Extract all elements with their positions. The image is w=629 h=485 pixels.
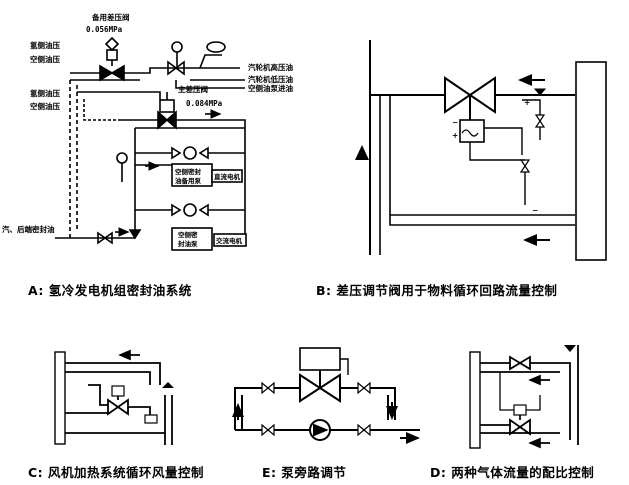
backup-pump-label-2: 油备用泵	[175, 176, 202, 185]
turbine-valve	[167, 60, 185, 76]
gas-valve-upper	[509, 355, 531, 371]
backup-valve-label: 备用差压阀	[91, 12, 130, 22]
caption-figure-e: E: 泵旁路调节	[262, 465, 347, 480]
differential-control-valve	[444, 76, 496, 143]
main-differential-valve	[157, 92, 177, 130]
ac-motor-label: 交流电机	[216, 236, 243, 245]
minus-sign: −	[452, 118, 458, 127]
main-pump-label-1: 空侧密	[178, 230, 198, 239]
fan-valve	[107, 385, 129, 416]
main-valve-label: 主差压阀	[178, 84, 208, 94]
figure-b-signs: − + + −	[452, 98, 538, 215]
process-vessel	[575, 61, 607, 261]
hydrogen-side-oil-label: 氢侧油压	[30, 40, 60, 50]
figure-b-loop-control	[355, 40, 607, 261]
seal-oil-label: 汽、后端密封油	[2, 224, 55, 234]
plus-sign-right: +	[524, 98, 530, 107]
hydrogen-side-oil-label-2: 氢侧油压	[30, 88, 60, 98]
backup-pressure-label: 0.056MPa	[86, 25, 123, 34]
caption-figure-a: A: 氢冷发电机组密封油系统	[28, 283, 192, 298]
air-side-oil-label-2: 空侧油压	[30, 101, 60, 111]
gauge-icon	[206, 41, 226, 53]
bypass-valve	[299, 347, 341, 403]
figure-a-seal-oil-system	[55, 36, 247, 251]
air-pump-inlet-label: 空侧油泵进油	[248, 83, 293, 93]
main-pressure-label: 0.084MPa	[186, 99, 223, 108]
figure-e-pump-bypass	[232, 347, 420, 444]
pressure-gauge-icon	[116, 152, 128, 164]
backup-pump-label-1: 空侧密封	[175, 167, 202, 176]
caption-figure-c: C: 风机加热系统循环风量控制	[28, 465, 205, 480]
backup-pump-unit	[135, 146, 245, 187]
seal-oil-valve	[97, 231, 113, 245]
flow-up-arrow	[355, 145, 369, 160]
main-pump-unit	[135, 203, 247, 251]
caption-figure-d: D: 两种气体流量的配比控制	[430, 465, 595, 480]
figure-d-gas-ratio	[469, 345, 579, 449]
minus-sign-bottom: −	[532, 206, 538, 215]
plus-sign: +	[452, 131, 458, 140]
caption-figure-b: B: 差压调节阀用于物料循环回路流量控制	[316, 283, 558, 298]
figure-a-labels: 备用差压阀 0.056MPa 氢侧油压 空侧油压 汽轮机高压油 汽轮机低压油 空…	[2, 12, 293, 248]
turbine-hp-oil-label: 汽轮机高压油	[248, 62, 293, 72]
figure-c-fan-heating	[54, 349, 174, 445]
turbine-lp-oil-label: 汽轮机低压油	[248, 74, 293, 84]
pressure-gauge-icon	[171, 41, 183, 53]
air-side-oil-label: 空侧油压	[30, 54, 60, 64]
dc-motor-label: 直流电机	[214, 172, 241, 181]
main-pump-label-2: 封油泵	[178, 239, 198, 248]
backup-differential-valve	[99, 36, 125, 82]
